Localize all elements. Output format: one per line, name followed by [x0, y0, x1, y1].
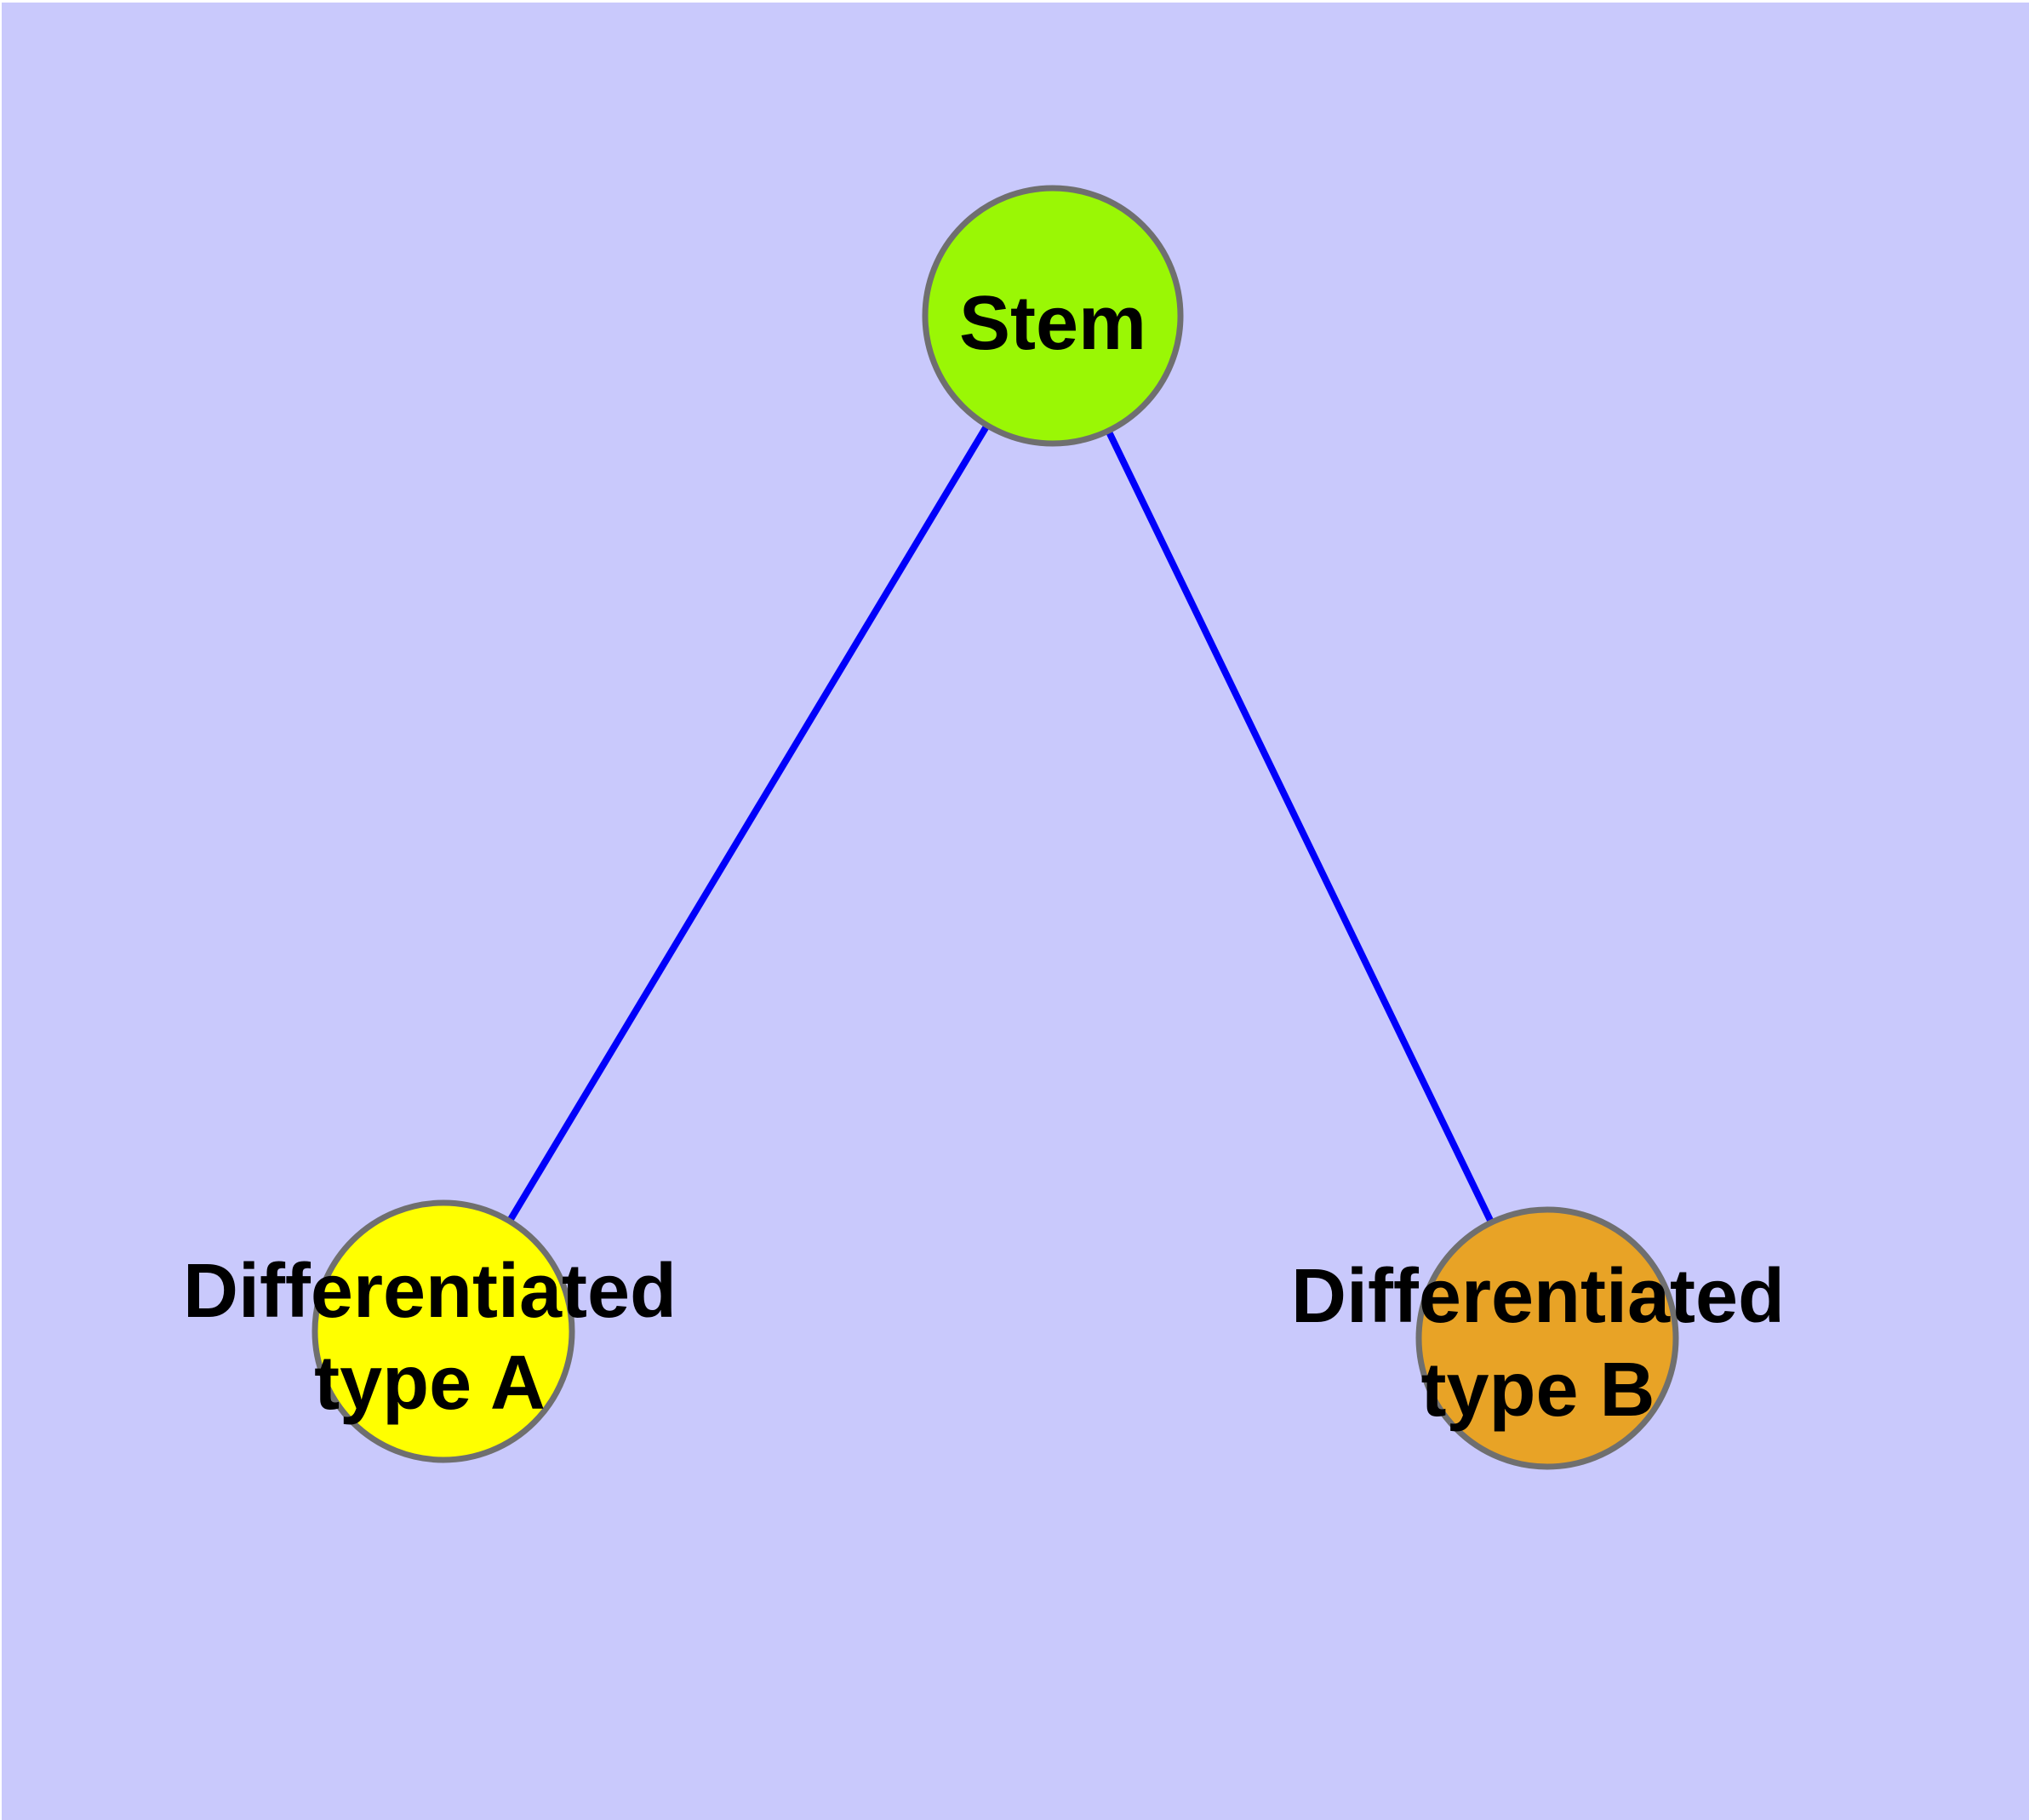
edge-stem-to-type-b: [1049, 314, 1551, 1340]
node-type-b-label-line1: Differentiated: [1291, 1254, 1785, 1339]
node-stem: [922, 185, 1184, 447]
node-type-b-label-line2: type B: [1420, 1348, 1655, 1433]
node-differentiated-type-a: [311, 1199, 575, 1463]
node-type-a-label-line1: Differentiated: [183, 1249, 677, 1334]
node-type-a-label-line2: type A: [314, 1341, 546, 1426]
node-stem-label: Stem: [959, 281, 1146, 366]
edge-stem-to-type-a: [440, 313, 1056, 1334]
node-differentiated-type-b: [1415, 1206, 1679, 1470]
